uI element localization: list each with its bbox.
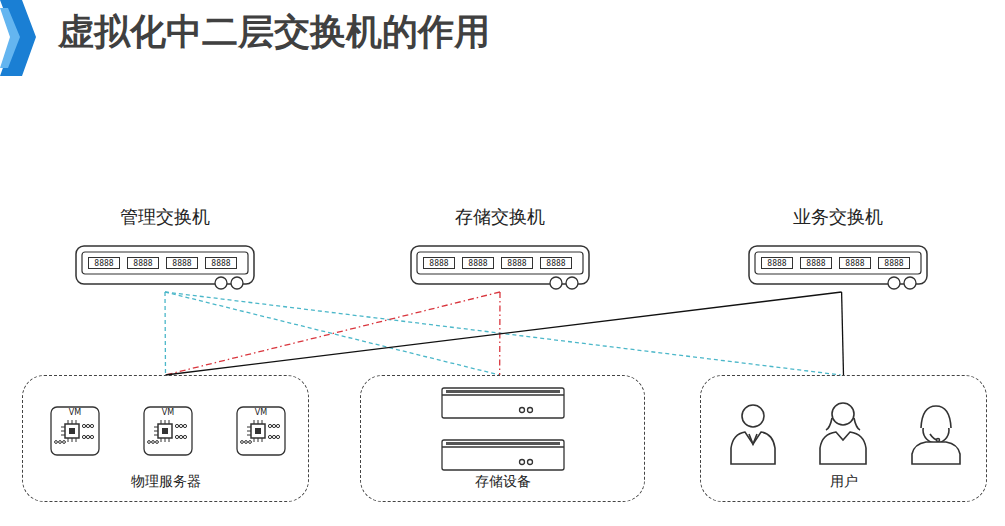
switch-name: 存储交换机	[410, 205, 590, 229]
group-name: 存储设备	[361, 473, 644, 491]
storage-device	[442, 388, 564, 470]
port-display: 8888	[88, 257, 120, 269]
vm-chip: VM	[236, 406, 286, 456]
title-chevron	[0, 8, 20, 68]
port-display: 8888	[800, 257, 832, 269]
group-region: 存储设备	[360, 375, 645, 502]
group-region: 物理服务器 VM VM VM	[22, 375, 309, 502]
port-display: 8888	[205, 257, 237, 269]
vm-label: VM	[143, 408, 193, 417]
network-link	[166, 292, 842, 375]
vm-label: VM	[236, 408, 286, 417]
network-link	[842, 292, 844, 375]
port-display: 8888	[423, 257, 455, 269]
network-link	[166, 292, 501, 375]
network-link	[165, 292, 841, 375]
network-link	[164, 292, 166, 375]
port-display: 8888	[839, 257, 871, 269]
vm-label: VM	[50, 408, 100, 417]
network-link	[165, 292, 500, 375]
port-display: 8888	[501, 257, 533, 269]
port-display: 8888	[462, 257, 494, 269]
switch: 业务交换机	[748, 205, 928, 292]
switch: 管理交换机	[75, 205, 255, 292]
page-title: 虚拟化中二层交换机的作用	[58, 8, 490, 57]
switch-name: 业务交换机	[748, 205, 928, 229]
vm-chip: VM	[50, 406, 100, 456]
port-display: 8888	[540, 257, 572, 269]
vm-chip: VM	[143, 406, 193, 456]
port-display: 8888	[166, 257, 198, 269]
title-chevron	[0, 0, 36, 76]
group-name: 用户	[701, 473, 986, 491]
switch-name: 管理交换机	[75, 205, 255, 229]
group-name: 物理服务器	[23, 473, 308, 491]
port-display: 8888	[127, 257, 159, 269]
user-icon	[731, 403, 960, 464]
port-display: 8888	[878, 257, 910, 269]
group-region: 用户	[700, 375, 987, 502]
port-display: 8888	[761, 257, 793, 269]
switch: 存储交换机	[410, 205, 590, 292]
